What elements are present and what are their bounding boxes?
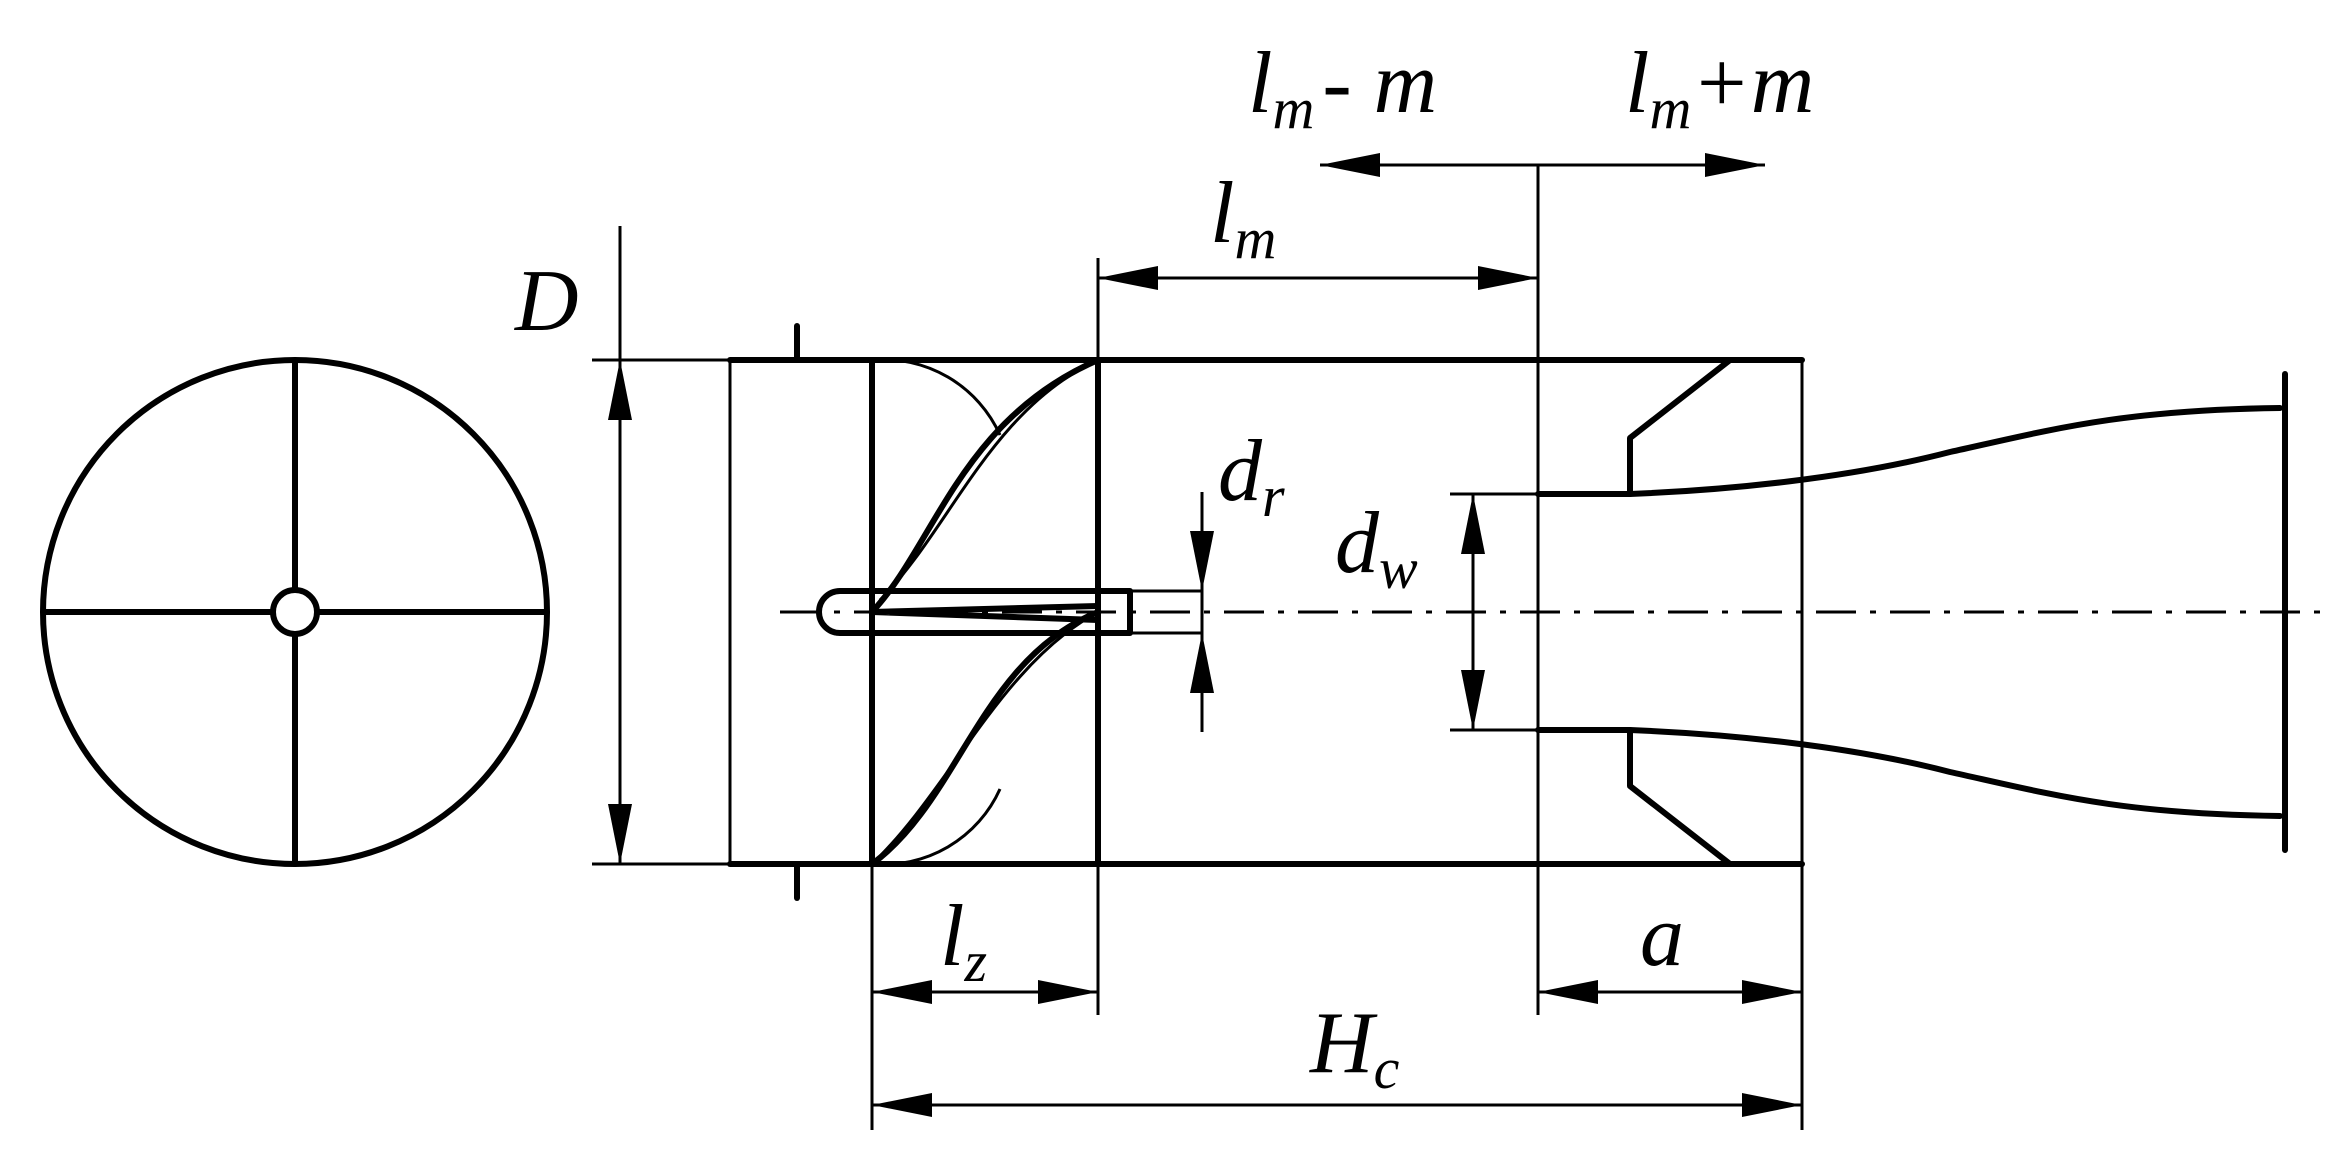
rod-outline	[816, 588, 1133, 636]
label-lz: lz	[940, 888, 987, 994]
dimension-D: D	[514, 226, 730, 866]
label-Hc: Hc	[1309, 995, 1400, 1101]
dimension-a: a	[1538, 864, 1804, 1130]
outlet-bottom-profile	[1535, 727, 2283, 819]
label-dr: dr	[1218, 423, 1285, 529]
outlet-top-profile	[1535, 405, 2283, 497]
dimension-lm-range: lm- m lm+m	[1248, 35, 1814, 177]
dimension-lm: lm	[1096, 165, 1540, 360]
dimension-dr: dr	[1190, 423, 1285, 732]
center-rod	[816, 588, 1202, 636]
vane-top-outer	[869, 357, 1101, 615]
vane-arc-top	[871, 358, 1002, 436]
outlet-section	[1535, 357, 2288, 867]
vane-arc-bottom	[871, 788, 1002, 866]
label-lm-minus-m: lm- m	[1248, 35, 1437, 141]
end-view-hub	[270, 587, 320, 637]
label-lm-plus-m: lm+m	[1625, 35, 1814, 141]
cone-bottom	[1627, 727, 1733, 867]
dimension-Hc: Hc	[872, 995, 1802, 1117]
vane-bottom-inner	[870, 610, 1099, 866]
dimension-dw: dw	[1335, 492, 1538, 732]
label-D: D	[514, 253, 579, 350]
label-dw: dw	[1335, 495, 1418, 601]
vane-top-inner	[878, 358, 1099, 602]
end-view	[40, 357, 550, 867]
rod-taper	[869, 603, 1101, 623]
cone-top	[1627, 357, 1733, 497]
label-a: a	[1640, 888, 1684, 985]
dimension-lz: lz	[870, 864, 1100, 1130]
label-lm: lm	[1210, 165, 1276, 271]
